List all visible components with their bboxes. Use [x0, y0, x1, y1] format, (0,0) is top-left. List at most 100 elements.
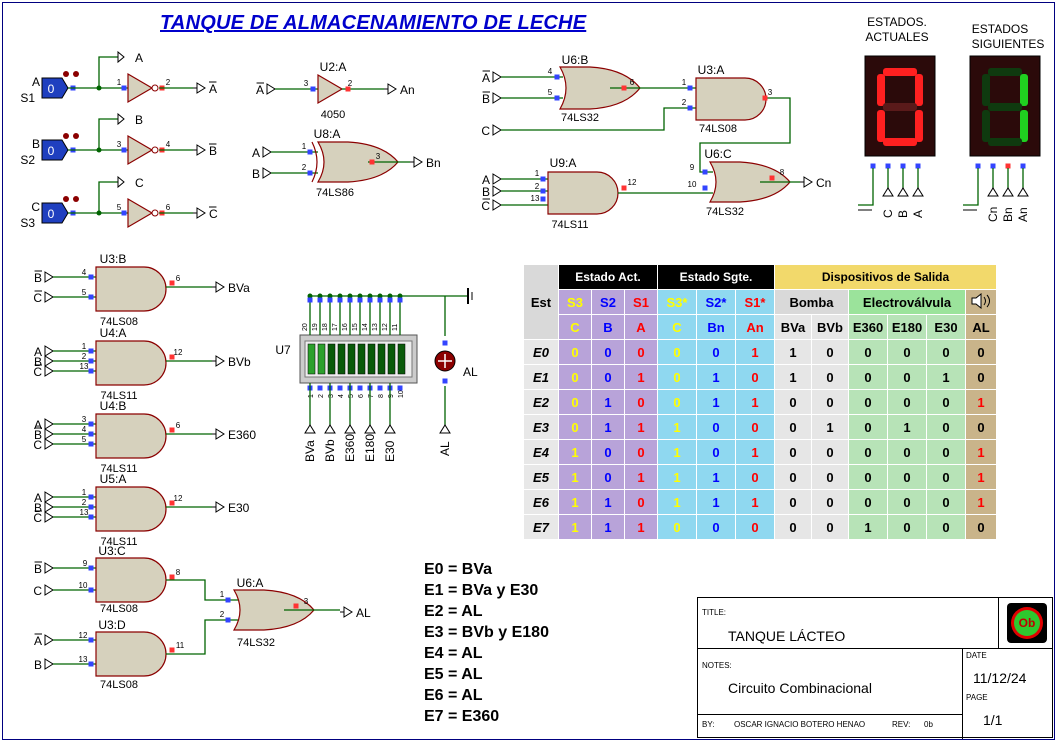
inverter-bubble	[151, 84, 159, 92]
group-header-next: Estado Sgte.	[657, 264, 775, 290]
terminal-label: A	[256, 83, 264, 97]
pin-marker	[337, 297, 343, 303]
pin-number: 2	[166, 78, 171, 87]
pin-marker	[225, 617, 231, 623]
segment-e	[877, 110, 885, 142]
component-label: 74LS08	[100, 603, 138, 615]
pin-number: 1	[82, 342, 87, 351]
segment-g	[988, 103, 1022, 111]
component-label: U6:B	[562, 53, 589, 67]
pin-marker	[88, 274, 94, 280]
pin-marker	[762, 95, 768, 101]
table-cell: 0	[848, 339, 888, 365]
display-label: ACTUALES	[865, 30, 928, 44]
table-cell: 1	[657, 489, 697, 515]
and-gate-u3c	[95, 557, 167, 603]
terminal-label: B	[34, 355, 42, 369]
and-gate-u5a	[95, 486, 167, 532]
table-cell: 1	[558, 439, 592, 465]
table-cell: 0	[624, 489, 658, 515]
table-cell: 1	[558, 464, 592, 490]
input-terminal	[44, 658, 54, 670]
col-header-11: AL	[965, 314, 997, 340]
table-cell: 0	[965, 514, 997, 540]
table-cell: 1	[848, 514, 888, 540]
component-label: U3:A	[698, 63, 725, 77]
pin-marker	[121, 85, 127, 91]
segment-b	[1020, 74, 1028, 106]
component-label: U2:A	[320, 60, 347, 74]
pin-marker	[88, 294, 94, 300]
input-terminal	[44, 501, 54, 513]
pin-number: 13	[80, 362, 89, 371]
input-terminal	[492, 92, 502, 104]
notes-label: NOTES:	[702, 661, 732, 670]
terminal-label: C	[33, 291, 42, 305]
terminal-label: A	[209, 82, 217, 96]
display-label: SIGUIENTES	[972, 37, 1045, 51]
output-terminal	[413, 156, 423, 168]
bargraph-segment	[357, 343, 366, 375]
table-cell: 1	[965, 439, 997, 465]
terminal-label: C	[33, 584, 42, 598]
pin-number: 19	[312, 323, 319, 331]
pin-marker	[1020, 163, 1026, 169]
pin-marker	[702, 169, 708, 175]
input-terminal	[384, 424, 396, 434]
pin-number: 4	[166, 140, 171, 149]
pin-number: 13	[372, 323, 379, 331]
pin-number: 1	[117, 78, 122, 87]
junction	[317, 293, 323, 299]
pin-marker	[369, 159, 375, 165]
input-terminal	[44, 584, 54, 596]
terminal-label: AL	[463, 365, 478, 379]
terminal-arrow	[117, 112, 125, 126]
component-label: U6:C	[704, 147, 732, 161]
junction	[397, 293, 403, 299]
col-header-5: An	[735, 314, 775, 340]
pin-marker	[307, 170, 313, 176]
equation-line: E7 = E360	[424, 708, 500, 725]
terminal-label: Cn	[986, 207, 1000, 222]
table-cell: 0	[848, 464, 888, 490]
pin-marker	[310, 86, 316, 92]
table-cell: 0	[887, 364, 927, 390]
pin-number: 4	[338, 394, 345, 398]
pin-number: 5	[82, 288, 87, 297]
pin-number: 5	[348, 394, 355, 398]
junction	[337, 293, 343, 299]
terminal-label: E360	[343, 434, 357, 462]
pin-marker	[88, 421, 94, 427]
or-gate-u6b	[558, 66, 641, 110]
input-terminal	[44, 355, 54, 367]
terminal-label: BVa	[303, 440, 317, 462]
input-terminal	[304, 424, 316, 434]
component-label: 74LS08	[100, 679, 138, 691]
probe-dot	[63, 196, 69, 202]
segment-d	[883, 138, 917, 146]
pin-number: 4	[548, 67, 553, 76]
pin-marker	[357, 297, 363, 303]
input-terminal	[897, 187, 909, 197]
group-header-outputs: Dispositivos de Salida	[774, 264, 997, 290]
segment-c	[915, 110, 923, 142]
pin-marker	[377, 385, 383, 391]
pin-number: 2	[82, 352, 87, 361]
probe-dot	[63, 71, 69, 77]
terminal-label: B	[209, 144, 217, 158]
table-cell: 0	[657, 389, 697, 415]
component-label: 74LS08	[100, 316, 138, 328]
terminal-label: A	[482, 173, 490, 187]
terminal-label: B	[482, 92, 490, 106]
component-label: U5:A	[100, 472, 127, 486]
wire	[501, 107, 696, 131]
terminal-label: C	[33, 438, 42, 452]
pin-marker	[225, 597, 231, 603]
component-label: U7	[275, 343, 291, 357]
pin-marker	[88, 441, 94, 447]
